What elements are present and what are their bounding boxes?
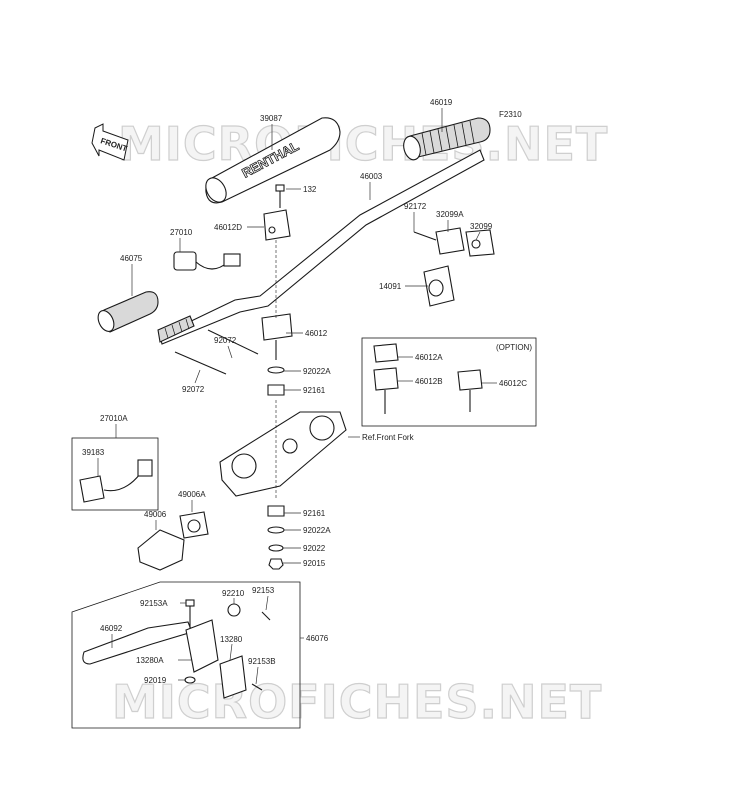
label-92210: 92210: [222, 589, 245, 598]
lower-bushings: [267, 505, 285, 570]
label-92022a-lower: 92022A: [303, 526, 331, 535]
upper-clamp: [263, 209, 291, 241]
label-132: 132: [303, 185, 317, 194]
throttle-housing: [413, 227, 495, 257]
label-46012d: 46012D: [214, 223, 242, 232]
label-92161-lower: 92161: [303, 509, 326, 518]
label-46019: 46019: [430, 98, 453, 107]
label-92015: 92015: [303, 559, 326, 568]
label-46076: 46076: [306, 634, 329, 643]
clutch-lever-box: [71, 581, 301, 729]
left-grip: [97, 291, 159, 333]
label-ref-front-fork: Ref.Front Fork: [362, 433, 415, 442]
throttle-collar: [423, 265, 455, 307]
leader-lines: [97, 108, 497, 685]
label-13280a: 13280A: [136, 656, 164, 665]
label-49006: 49006: [144, 510, 167, 519]
label-27010a: 27010A: [100, 414, 128, 423]
option-box: [361, 337, 537, 427]
label-39183: 39183: [82, 448, 105, 457]
handlebar: [157, 149, 485, 345]
label-46012c: 46012C: [499, 379, 527, 388]
label-46012a: 46012A: [415, 353, 443, 362]
label-46012: 46012: [305, 329, 328, 338]
fuel-cap-parts: [137, 511, 209, 571]
watermark-top: MICROFICHES.NET: [118, 117, 608, 171]
label-92022: 92022: [303, 544, 326, 553]
label-92153: 92153: [252, 586, 275, 595]
handlebar-pad: RENTHAL: [205, 117, 341, 204]
label-92072-b: 92072: [182, 385, 205, 394]
label-49006a: 49006A: [178, 490, 206, 499]
part-labels: 39087 46019 132 46003 46012D 27010 92172…: [82, 98, 532, 685]
label-32099: 32099: [470, 222, 493, 231]
label-46012b: 46012B: [415, 377, 443, 386]
upper-triple-clamp: [219, 400, 347, 500]
diagram-code: F2310: [499, 110, 522, 119]
label-27010: 27010: [170, 228, 193, 237]
label-46003: 46003: [360, 172, 383, 181]
label-92072-a: 92072: [214, 336, 237, 345]
label-option: (OPTION): [496, 343, 532, 352]
switch-assy-box: [71, 437, 159, 511]
front-arrow-marker: FRONT: [91, 123, 129, 161]
bolt-132: [275, 184, 285, 208]
label-13280: 13280: [220, 635, 243, 644]
label-92172: 92172: [404, 202, 427, 211]
upper-bushings: [267, 366, 285, 396]
cable-ties: [174, 329, 259, 375]
label-92153b: 92153B: [248, 657, 276, 666]
handlebar-holder: [261, 240, 293, 360]
label-39087: 39087: [260, 114, 283, 123]
label-92022a-upper: 92022A: [303, 367, 331, 376]
label-92153a: 92153A: [140, 599, 168, 608]
label-92161-upper: 92161: [303, 386, 326, 395]
label-46092: 46092: [100, 624, 123, 633]
watermark-bottom: MICROFICHES.NET: [112, 675, 602, 729]
label-32099a: 32099A: [436, 210, 464, 219]
kill-switch: [173, 251, 241, 271]
label-14091: 14091: [379, 282, 402, 291]
label-46075: 46075: [120, 254, 143, 263]
label-92019: 92019: [144, 676, 167, 685]
throttle-grip: [403, 117, 491, 161]
